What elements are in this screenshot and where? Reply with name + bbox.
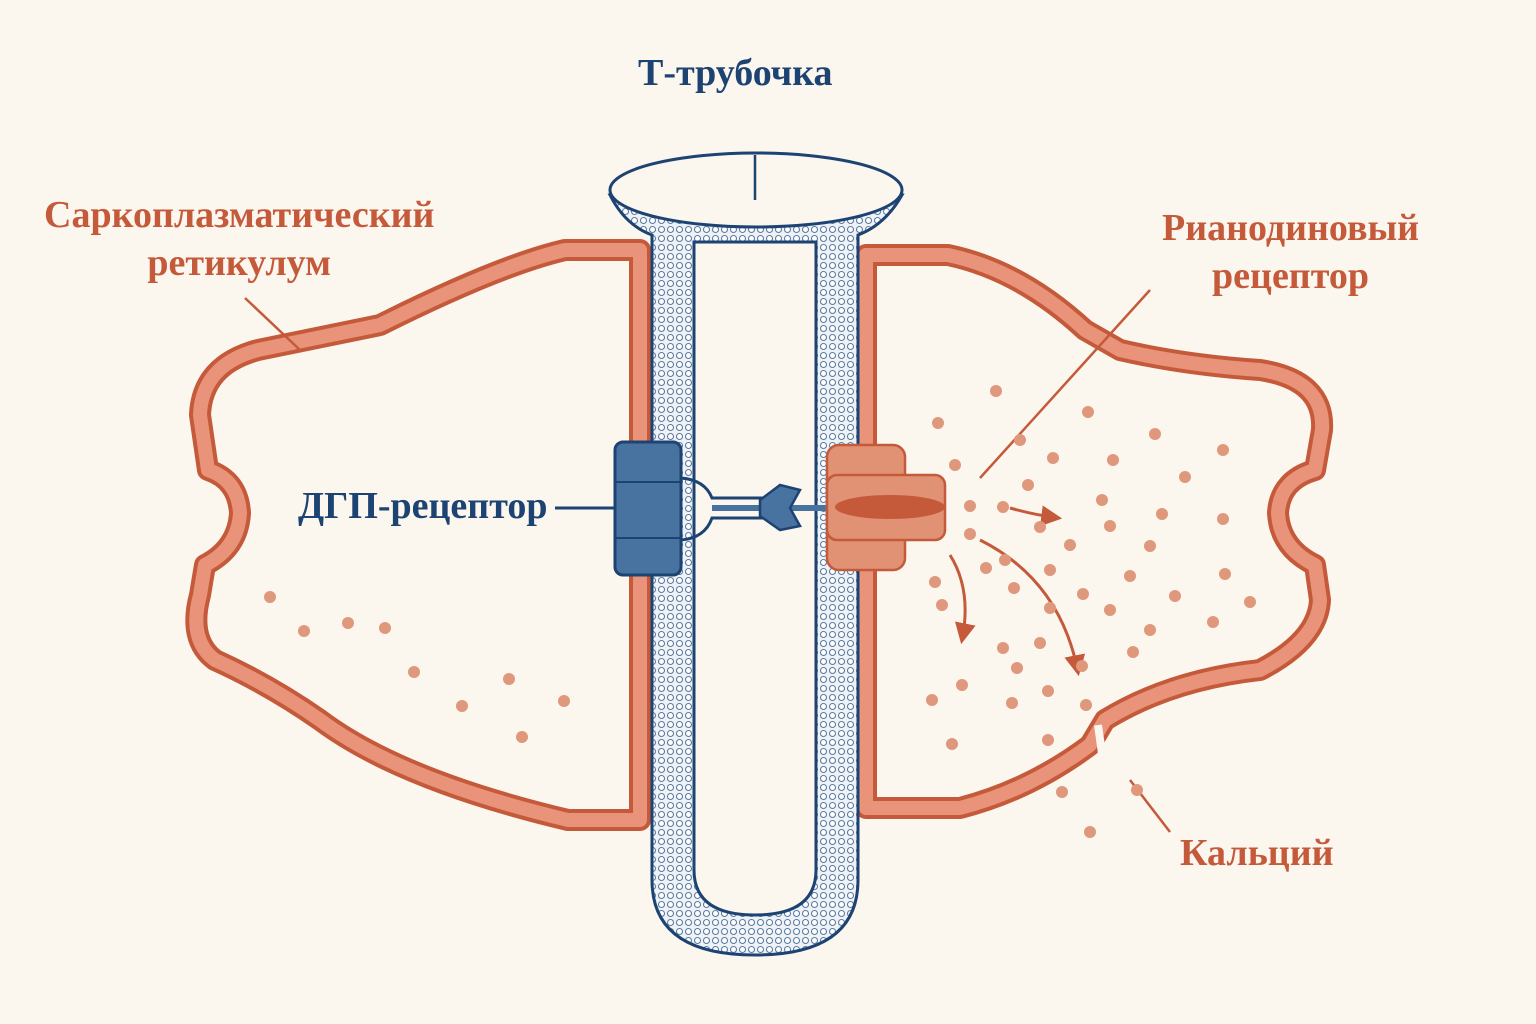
- calcium-label: Кальций: [1180, 832, 1334, 874]
- ryr-leader-line: [979, 289, 1151, 479]
- dhp-receptor-icon: [555, 440, 830, 577]
- sarcoplasmic-reticulum-left: [185, 239, 651, 831]
- dhp-receptor-label: ДГП-рецептор: [298, 485, 548, 527]
- ryanodine-receptor-label: Рианодиновый рецептор: [1162, 207, 1420, 297]
- ryanodine-receptor-icon: [825, 443, 947, 572]
- sarcoplasmic-reticulum-right: [855, 244, 1334, 819]
- t-tubule-label: Т-трубочка: [638, 52, 833, 94]
- sarcoplasmic-reticulum-label: Саркоплазматический ретикулум: [44, 194, 435, 284]
- t-tubule: [607, 151, 905, 957]
- curved-arrow-icon: [948, 505, 1086, 677]
- calcium-dot-icon: [264, 385, 1256, 838]
- sr-leader-line: [244, 297, 301, 351]
